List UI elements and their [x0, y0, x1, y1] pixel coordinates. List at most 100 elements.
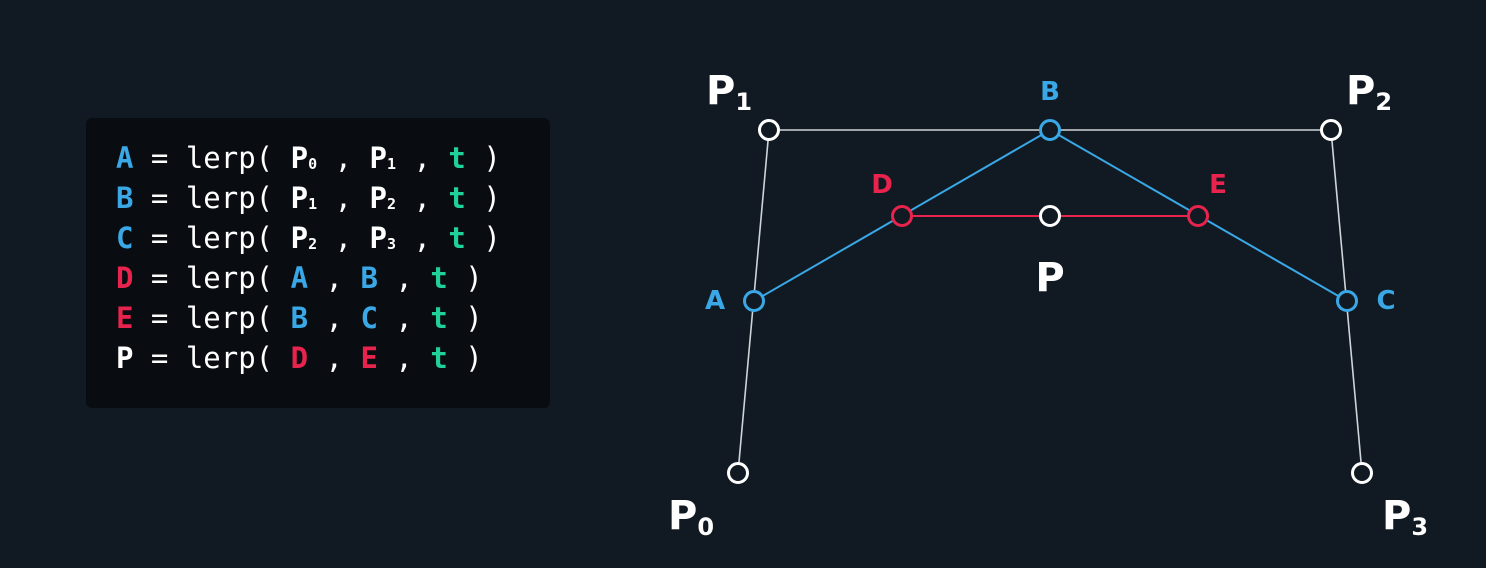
code-arg-subscript: 2 [308, 235, 318, 253]
code-arg: B [360, 261, 377, 295]
label-base: B [1040, 77, 1060, 107]
label-subscript: 1 [735, 88, 752, 116]
label-base: C [1376, 286, 1395, 316]
code-arg: t [430, 301, 447, 335]
label-base: P [1346, 68, 1375, 114]
code-arg: t [448, 221, 465, 255]
code-arg-subscript: 1 [308, 195, 318, 213]
point-a [743, 290, 765, 312]
code-arg-base: P [369, 181, 387, 215]
code-arg: P1 [291, 181, 318, 215]
code-result-var: A [116, 141, 134, 175]
label-p3: P3 [1382, 493, 1428, 541]
code-arg-base: t [430, 261, 448, 295]
code-text: ) [465, 141, 501, 175]
code-text: , [396, 181, 449, 215]
code-result-var: B [116, 181, 134, 215]
code-result-var: E [116, 301, 134, 335]
code-text: , [377, 261, 431, 295]
code-arg: C [360, 301, 377, 335]
code-arg: t [430, 261, 447, 295]
code-arg-base: P [369, 221, 387, 255]
code-text: , [317, 141, 370, 175]
code-line: C = lerp( P2 , P3 , t ) [116, 218, 501, 258]
code-arg-base: t [430, 301, 448, 335]
point-e [1187, 205, 1209, 227]
code-text: = lerp( [133, 181, 291, 215]
code-text: , [396, 141, 449, 175]
code-arg-base: B [360, 261, 378, 295]
label-a: A [705, 286, 725, 316]
label-base: P [706, 68, 735, 114]
label-base: P [1035, 255, 1064, 301]
code-line: E = lerp( B , C , t ) [116, 298, 483, 338]
label-subscript: 2 [1375, 88, 1392, 116]
code-text: , [308, 301, 361, 335]
code-arg-base: t [448, 141, 466, 175]
code-arg-base: B [290, 301, 309, 335]
code-arg-subscript: 0 [308, 155, 318, 173]
code-arg-base: E [360, 341, 378, 375]
code-text: ) [447, 341, 483, 375]
point-p [1039, 205, 1061, 227]
label-p1: P1 [706, 68, 752, 116]
code-text: , [317, 181, 370, 215]
point-p3 [1351, 462, 1373, 484]
code-line: D = lerp( A , B , t ) [116, 258, 483, 298]
code-arg-base: P [290, 221, 309, 255]
point-layer [727, 119, 1373, 484]
label-d: D [871, 170, 893, 200]
code-arg: t [448, 141, 465, 175]
code-result-var: P [116, 341, 134, 375]
code-arg-base: D [290, 341, 309, 375]
label-p0: P0 [668, 493, 714, 541]
code-line: P = lerp( D , E , t ) [116, 338, 483, 378]
label-p2: P2 [1346, 68, 1392, 116]
code-arg-base: t [448, 221, 466, 255]
code-arg-base: P [290, 181, 309, 215]
point-b [1039, 119, 1061, 141]
code-arg: P1 [370, 141, 397, 175]
code-arg: t [430, 341, 447, 375]
code-arg-base: P [290, 141, 309, 175]
label-base: D [871, 170, 893, 200]
code-arg: D [291, 341, 308, 375]
code-text: , [317, 221, 370, 255]
label-e: E [1209, 170, 1227, 200]
point-p2 [1320, 119, 1342, 141]
code-text: ) [465, 221, 501, 255]
code-text: , [377, 301, 431, 335]
code-arg-base: C [360, 301, 378, 335]
label-base: A [705, 286, 725, 316]
point-p0 [727, 462, 749, 484]
code-text: ) [447, 301, 483, 335]
code-panel: A = lerp( P0 , P1 , t )B = lerp( P1 , P2… [86, 118, 550, 408]
label-base: E [1209, 170, 1227, 200]
code-text: = lerp( [133, 141, 291, 175]
label-p: P [1035, 255, 1064, 301]
label-base: P [668, 493, 697, 539]
segment-layer [737, 129, 1363, 474]
code-arg-subscript: 2 [386, 195, 396, 213]
code-arg: A [291, 261, 308, 295]
code-result-var: C [116, 221, 134, 255]
code-arg-subscript: 3 [386, 235, 396, 253]
label-subscript: 3 [1411, 513, 1428, 541]
code-text: , [308, 341, 361, 375]
label-c: C [1376, 286, 1395, 316]
code-arg-base: t [430, 341, 448, 375]
code-arg: B [291, 301, 308, 335]
code-line: A = lerp( P0 , P1 , t ) [116, 138, 501, 178]
point-p1 [758, 119, 780, 141]
code-arg: P3 [370, 221, 397, 255]
code-text: , [396, 221, 449, 255]
code-text: = lerp( [133, 301, 291, 335]
code-arg: t [448, 181, 465, 215]
code-arg-base: P [369, 141, 387, 175]
label-base: P [1382, 493, 1411, 539]
code-text: , [308, 261, 361, 295]
code-arg: P2 [291, 221, 318, 255]
code-arg-base: t [448, 181, 466, 215]
